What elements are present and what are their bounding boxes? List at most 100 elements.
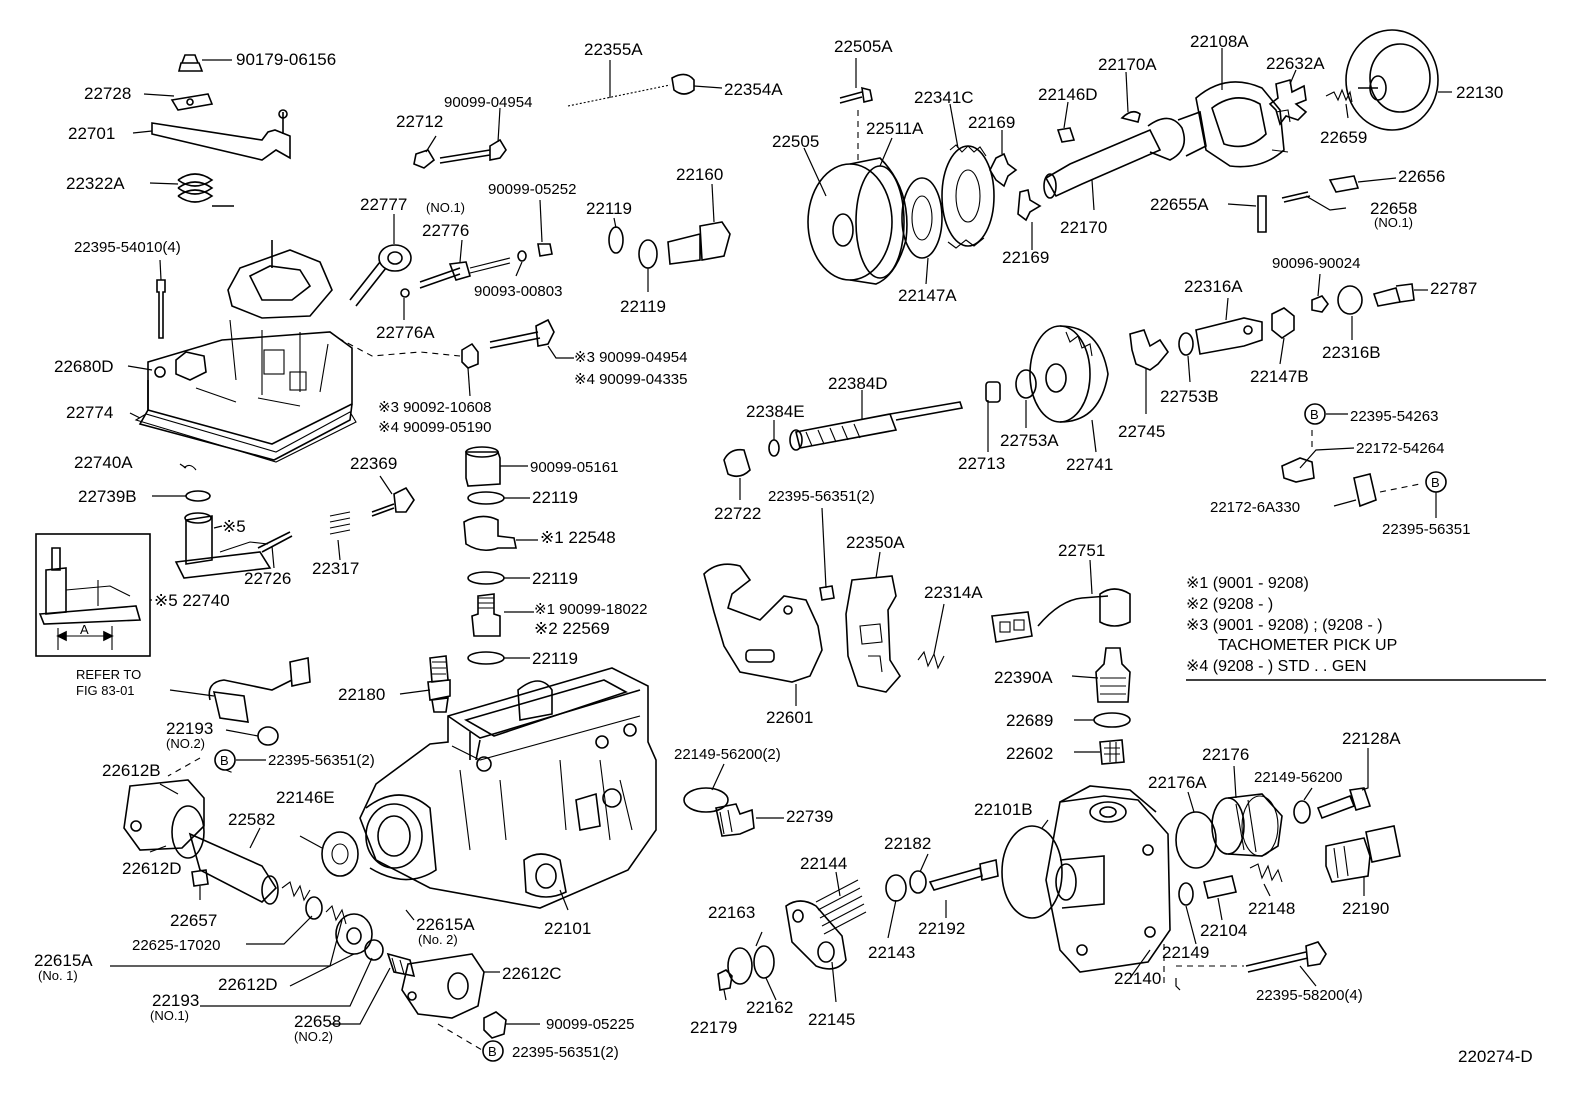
label-22601: 22601 bbox=[766, 708, 813, 727]
label-m1-90099-18022: ※1 90099-18022 bbox=[534, 601, 648, 618]
label-22172-6A330: 22172-6A330 bbox=[1210, 499, 1300, 516]
fuel-cut-solenoid-22740 bbox=[174, 512, 272, 579]
label-22741: 22741 bbox=[1066, 455, 1113, 474]
seal-22146E bbox=[321, 831, 359, 877]
label-m5-22740: ※5 22740 bbox=[154, 591, 230, 610]
bolt-22787 bbox=[1372, 283, 1415, 307]
label-22615A-no1-sub: (No. 1) bbox=[38, 968, 78, 983]
legend-line-2: ※2 (9208 - ) bbox=[1186, 596, 1273, 613]
bushing-22316B bbox=[1337, 285, 1363, 315]
lever-22777 bbox=[349, 261, 387, 307]
bushing-22722 bbox=[723, 448, 751, 478]
label-22149: 22149 bbox=[1162, 943, 1209, 962]
label-22170A: 22170A bbox=[1098, 55, 1157, 74]
label-22384E: 22384E bbox=[746, 402, 805, 421]
dashed-lines bbox=[167, 337, 1244, 1051]
spring-22314A bbox=[917, 650, 945, 670]
label-22169-a: 22169 bbox=[968, 113, 1015, 132]
label-22314A: 22314A bbox=[924, 583, 983, 602]
legend: ※1 (9001 - 9208) ※2 (9208 - ) ※3 (9001 -… bbox=[1186, 575, 1397, 675]
plug-22658-no2 bbox=[386, 952, 416, 978]
label-22317: 22317 bbox=[312, 559, 359, 578]
cover-22612B bbox=[123, 779, 205, 851]
washer-22182 bbox=[909, 870, 927, 894]
bolt-90099-04954-b bbox=[489, 331, 541, 349]
label-refer-to: REFER TO bbox=[76, 667, 141, 682]
circle-letter-b-4: B bbox=[488, 1044, 497, 1059]
washer-22119-a bbox=[608, 226, 624, 254]
label-22395-56351-2a: 22395-56351(2) bbox=[768, 488, 875, 505]
label-22612C: 22612C bbox=[502, 964, 562, 983]
label-22148: 22148 bbox=[1248, 899, 1295, 918]
spring-22659 bbox=[1325, 88, 1353, 103]
oring-22384E bbox=[768, 439, 780, 457]
label-22612B: 22612B bbox=[102, 761, 161, 780]
label-90179-06156: 90179-06156 bbox=[236, 50, 336, 69]
key-22146D bbox=[1056, 127, 1076, 143]
label-22193-no1: 22193 bbox=[152, 991, 199, 1010]
plunger-22369 bbox=[371, 503, 395, 517]
plug-22739 bbox=[715, 803, 755, 837]
nut-22147B bbox=[1271, 307, 1295, 339]
label-22354A: 22354A bbox=[724, 80, 783, 99]
bracket-22350A bbox=[845, 575, 901, 693]
valve-22176 bbox=[1211, 793, 1283, 857]
seat-22143 bbox=[885, 874, 907, 902]
label-22119-e: 22119 bbox=[532, 649, 578, 668]
label-22316A: 22316A bbox=[1184, 277, 1243, 296]
label-22395-56351b: 22395-56351 bbox=[1382, 521, 1470, 538]
label-22712: 22712 bbox=[396, 112, 443, 131]
pump-housing-22101 bbox=[359, 667, 657, 909]
label-22172-54264: 22172-54264 bbox=[1356, 440, 1444, 457]
label-22350A: 22350A bbox=[846, 533, 905, 552]
plunger-22192 bbox=[928, 859, 999, 891]
label-22179: 22179 bbox=[690, 1018, 737, 1037]
label-22170: 22170 bbox=[1060, 218, 1107, 237]
label-22615A-no2-sub: (No. 2) bbox=[418, 932, 458, 947]
label-22369: 22369 bbox=[350, 454, 397, 473]
washer-22689 bbox=[1093, 712, 1131, 728]
oring-22149-56200 bbox=[683, 787, 729, 813]
label-22145: 22145 bbox=[808, 1010, 855, 1029]
label-22119-top-a: 22119 bbox=[586, 199, 632, 218]
gasket-22774 bbox=[134, 411, 357, 463]
label-22149-56200-2: 22149-56200(2) bbox=[674, 746, 781, 763]
flyweight-drum-22741 bbox=[1029, 325, 1109, 423]
spring-22322A bbox=[177, 173, 234, 207]
circle-b-4 bbox=[482, 1040, 504, 1062]
governor-housing-22680D bbox=[138, 240, 353, 461]
bolt-22160 bbox=[667, 221, 731, 265]
shim-22625-17020 bbox=[305, 896, 323, 920]
label-22658-no1: 22658 bbox=[1370, 199, 1417, 218]
label-22657: 22657 bbox=[170, 911, 217, 930]
label-22777-no1: (NO.1) bbox=[426, 200, 465, 215]
label-22689: 22689 bbox=[1006, 711, 1053, 730]
label-22316B: 22316B bbox=[1322, 343, 1381, 362]
flyweights-22745 bbox=[1129, 329, 1169, 371]
label-22147B: 22147B bbox=[1250, 367, 1309, 386]
washer-22753A bbox=[1015, 369, 1037, 399]
label-22658-no1-sub: (NO.1) bbox=[1374, 215, 1413, 230]
nut-22179 bbox=[717, 969, 733, 991]
distributor-head-22140 bbox=[1045, 785, 1171, 973]
label-22745: 22745 bbox=[1118, 422, 1165, 441]
label-22751: 22751 bbox=[1058, 541, 1105, 560]
bolt-22505A bbox=[839, 91, 863, 104]
label-22160: 22160 bbox=[676, 165, 723, 184]
sensor-cable-22751 bbox=[1037, 595, 1109, 627]
label-22612D-b: 22612D bbox=[218, 975, 278, 994]
wire-22726 bbox=[257, 531, 293, 553]
label-22193-no1-sub: (NO.1) bbox=[150, 1008, 189, 1023]
washer-22149 bbox=[1178, 882, 1194, 906]
label-22680D: 22680D bbox=[54, 357, 114, 376]
washer-22119-e bbox=[467, 651, 505, 665]
label-22146E: 22146E bbox=[276, 788, 335, 807]
washer-22119-b bbox=[638, 239, 658, 269]
label-22505: 22505 bbox=[772, 132, 819, 151]
washer-22163 bbox=[727, 947, 753, 985]
label-22701: 22701 bbox=[68, 124, 115, 143]
label-22774: 22774 bbox=[66, 403, 113, 422]
label-22130: 22130 bbox=[1456, 83, 1503, 102]
label-m3-90099-04954: ※3 90099-04954 bbox=[574, 349, 688, 366]
key-22170A bbox=[1120, 110, 1141, 123]
